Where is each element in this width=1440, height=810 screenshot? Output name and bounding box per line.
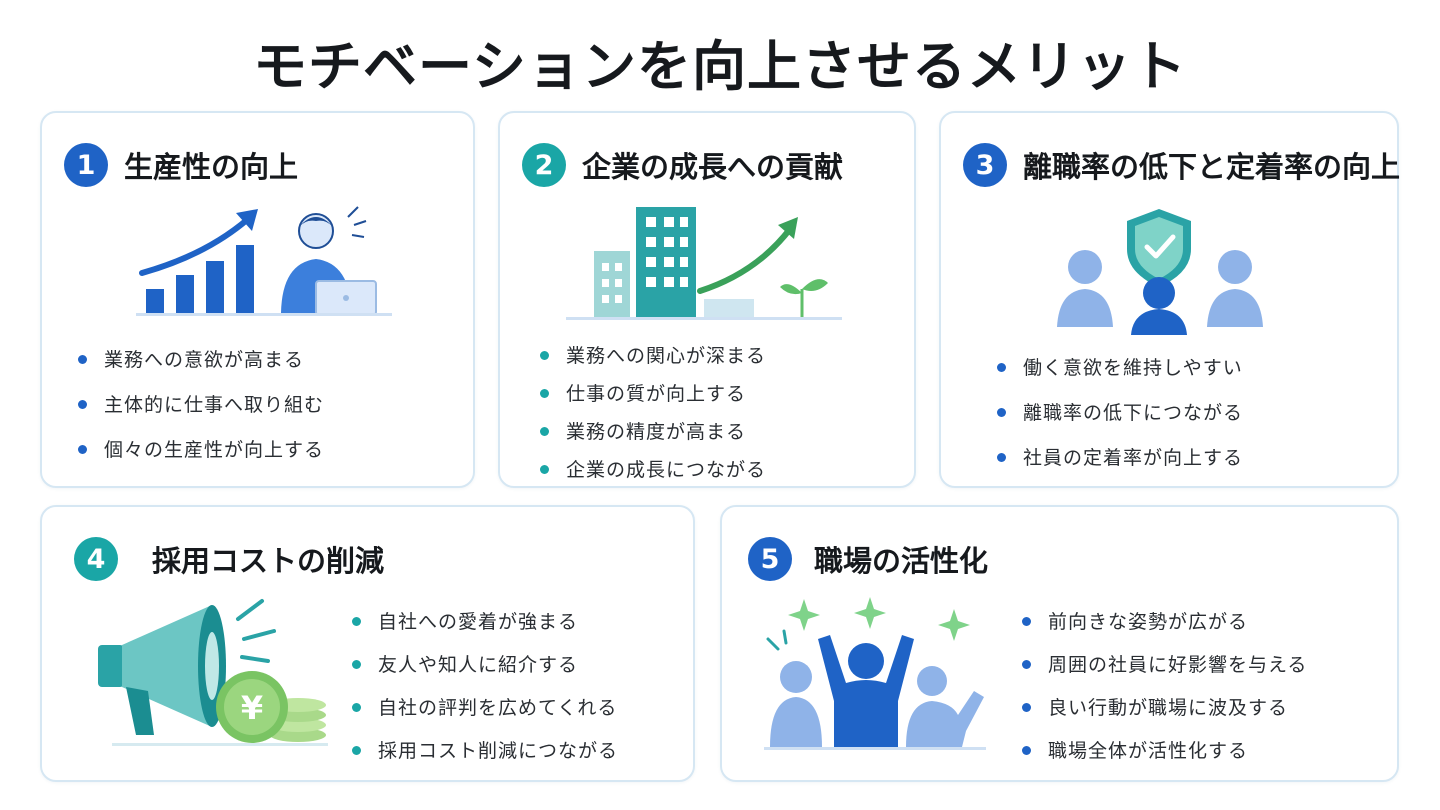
card-number-badge: 3 (963, 143, 1007, 187)
card-header: 2 企業の成長への貢献 (522, 143, 843, 187)
card-bullets: 前向きな姿勢が広がる 周囲の社員に好影響を与える 良い行動が職場に波及する 職場… (1022, 607, 1307, 763)
list-item: 周囲の社員に好影響を与える (1022, 650, 1307, 677)
page-title: モチベーションを向上させるメリット (253, 35, 1187, 98)
list-item: 自社への愛着が強まる (352, 607, 618, 634)
list-item: 良い行動が職場に波及する (1022, 693, 1307, 720)
sprout-icon (780, 279, 828, 317)
productivity-illustration (136, 206, 392, 316)
buildings-growth-icon (594, 207, 798, 317)
shield-check-icon (1127, 209, 1191, 287)
card-bullets: 業務への関心が深まる 仕事の質が向上する 業務の精度が高まる 企業の成長につなが… (540, 341, 766, 482)
sparkle-icon (788, 597, 970, 641)
cheering-team-icon (770, 635, 984, 747)
retention-illustration (1057, 209, 1263, 335)
list-item: 業務への意欲が高まる (78, 345, 324, 372)
card-header: 1 生産性の向上 (64, 143, 298, 187)
list-item: 業務への関心が深まる (540, 341, 766, 368)
card-header: 4 採用コストの削減 (74, 537, 384, 581)
card-title: 生産性の向上 (124, 150, 299, 184)
list-item: 企業の成長につながる (540, 455, 766, 482)
list-item: 採用コスト削減につながる (352, 736, 618, 763)
list-item: 個々の生産性が向上する (78, 435, 324, 462)
card-title: 採用コストの削減 (152, 544, 385, 578)
card-title: 企業の成長への貢献 (582, 150, 844, 184)
workplace-illustration (764, 597, 986, 750)
list-item: 友人や知人に紹介する (352, 650, 618, 677)
yen-coin-icon: ¥ (216, 671, 326, 743)
yen-symbol: ¥ (241, 689, 263, 727)
card-header: 5 職場の活性化 (748, 537, 988, 581)
list-item: 社員の定着率が向上する (997, 443, 1243, 470)
card-growth: 2 企業の成長への貢献 業務への関心が深まる (498, 111, 916, 488)
card-header: 3 離職率の低下と定着率の向上 (963, 143, 1400, 187)
card-retention: 3 離職率の低下と定着率の向上 働く意欲を維持しやすい 離職率の低下につながる … (939, 111, 1400, 488)
card-workplace: 5 職場の活性化 前向きな姿勢が広がる 周囲の社員に好影響を与える 良い行動が職… (720, 505, 1399, 782)
bar-chart-arrow-icon (139, 209, 258, 313)
growth-illustration (566, 207, 842, 320)
card-bullets: 業務への意欲が高まる 主体的に仕事へ取り組む 個々の生産性が向上する (78, 345, 324, 462)
card-title: 職場の活性化 (814, 544, 989, 578)
list-item: 職場全体が活性化する (1022, 736, 1307, 763)
list-item: 主体的に仕事へ取り組む (78, 390, 324, 417)
megaphone-icon (98, 599, 276, 735)
list-item: 離職率の低下につながる (997, 398, 1243, 425)
card-hiring-cost: 4 採用コストの削減 ¥ 自社への愛着が強まる 友人や知人に紹介する 自社の評判… (40, 505, 695, 782)
list-item: 自社の評判を広めてくれる (352, 693, 618, 720)
person-laptop-icon (281, 206, 377, 316)
card-bullets: 働く意欲を維持しやすい 離職率の低下につながる 社員の定着率が向上する (997, 353, 1243, 470)
card-productivity: 1 生産性の向上 業務への意欲が高まる 主体的に仕事へ取り組む 個々の生産性が向… (40, 111, 475, 488)
list-item: 仕事の質が向上する (540, 379, 766, 406)
card-bullets: 自社への愛着が強まる 友人や知人に紹介する 自社の評判を広めてくれる 採用コスト… (352, 607, 618, 763)
card-number-badge: 2 (522, 143, 566, 187)
card-number-badge: 5 (748, 537, 792, 581)
people-group-icon (1057, 250, 1263, 335)
list-item: 前向きな姿勢が広がる (1022, 607, 1307, 634)
card-number-badge: 4 (74, 537, 118, 581)
hiring-illustration: ¥ (98, 599, 328, 746)
list-item: 業務の精度が高まる (540, 417, 766, 444)
card-title: 離職率の低下と定着率の向上 (1023, 150, 1401, 184)
list-item: 働く意欲を維持しやすい (997, 353, 1243, 380)
card-number-badge: 1 (64, 143, 108, 187)
